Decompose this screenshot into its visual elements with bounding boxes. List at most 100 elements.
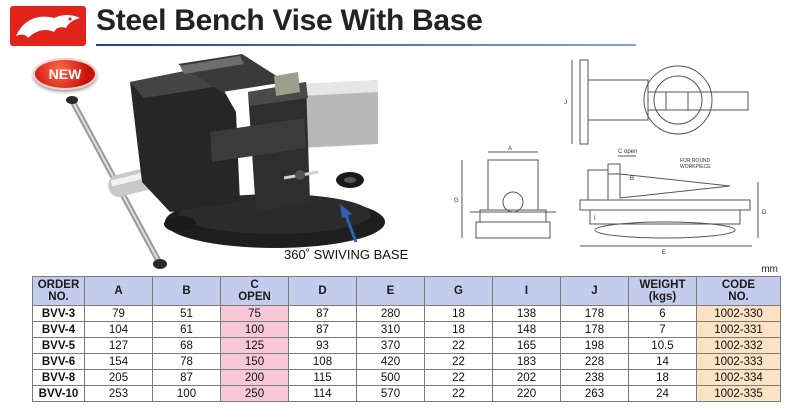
table-cell: 202	[492, 369, 561, 386]
column-header-line1: J	[591, 285, 598, 297]
table-cell: 87	[152, 369, 221, 386]
column-header: A	[84, 276, 153, 306]
column-header-line2: NO.	[48, 291, 69, 303]
brand-logo	[10, 6, 86, 46]
table-cell: 6	[628, 305, 697, 322]
table-cell: 114	[288, 385, 357, 402]
table-cell: 250	[220, 385, 289, 402]
table-cell: 51	[152, 305, 221, 322]
unit-label: mm	[761, 264, 778, 275]
bench-vise-illustration	[66, 54, 385, 269]
dim-label-j: J	[564, 100, 567, 106]
table-cell: 24	[628, 385, 697, 402]
table-cell: 220	[492, 385, 561, 402]
table-cell: 108	[288, 353, 357, 370]
table-cell: 22	[424, 385, 493, 402]
table-cell: 115	[288, 369, 357, 386]
table-cell: 1002-333	[696, 353, 781, 370]
table-cell: 22	[424, 353, 493, 370]
table-cell: BVV-3	[32, 305, 85, 322]
table-cell: 18	[424, 321, 493, 338]
table-cell: 178	[560, 321, 629, 338]
table-cell: 61	[152, 321, 221, 338]
table-cell: 420	[356, 353, 425, 370]
table-cell: 1002-331	[696, 321, 781, 338]
column-header-line1: B	[182, 285, 191, 297]
column-header-line1: WEIGHT	[639, 279, 686, 291]
dim-label-g: G	[454, 198, 459, 204]
dim-label-e: E	[662, 250, 666, 256]
table-cell: 7	[628, 321, 697, 338]
swivel-base-caption: 360˚ SWIVING BASE	[284, 247, 409, 262]
column-header: I	[492, 276, 561, 306]
table-cell: BVV-6	[32, 353, 85, 370]
table-cell: 228	[560, 353, 629, 370]
table-cell: 68	[152, 337, 221, 354]
table-cell: 79	[84, 305, 153, 322]
table-cell: 127	[84, 337, 153, 354]
column-header-line1: C	[250, 279, 259, 291]
table-cell: 310	[356, 321, 425, 338]
table-cell: 148	[492, 321, 561, 338]
dim-label-i: I	[594, 216, 596, 222]
table-cell: BVV-4	[32, 321, 85, 338]
dim-note-line1: FOR ROUND	[680, 158, 711, 164]
column-header: D	[288, 276, 357, 306]
column-header: G	[424, 276, 493, 306]
table-cell: 18	[424, 305, 493, 322]
table-cell: BVV-8	[32, 369, 85, 386]
column-header-line1: G	[454, 285, 463, 297]
dim-label-a: A	[508, 146, 512, 152]
dim-label-d: D	[762, 210, 767, 216]
column-header: J	[560, 276, 629, 306]
table-cell: 183	[492, 353, 561, 370]
page-title: Steel Bench Vise With Base	[96, 4, 483, 37]
table-cell: 1002-330	[696, 305, 781, 322]
new-badge: NEW	[33, 58, 97, 90]
arrow-icon	[340, 204, 358, 243]
table-cell: 1002-332	[696, 337, 781, 354]
table-cell: 263	[560, 385, 629, 402]
table-cell: 87	[288, 321, 357, 338]
dim-label-c-open: C open	[618, 149, 637, 155]
table-cell: 87	[288, 305, 357, 322]
table-cell: BVV-5	[32, 337, 85, 354]
column-header-line1: CODE	[721, 279, 756, 291]
table-cell: 198	[560, 337, 629, 354]
table-cell: 22	[424, 369, 493, 386]
table-cell: 78	[152, 353, 221, 370]
column-header: B	[152, 276, 221, 306]
table-cell: 18	[628, 369, 697, 386]
table-cell: 14	[628, 353, 697, 370]
column-header-line1: ORDER	[37, 279, 80, 291]
column-header-line1: A	[114, 285, 123, 297]
table-cell: 500	[356, 369, 425, 386]
technical-drawings: A G J C open B D E I FOR ROUND WORKPIECE	[454, 59, 767, 256]
table-cell: 570	[356, 385, 425, 402]
column-header: WEIGHT(kgs)	[628, 276, 697, 306]
table-cell: 154	[84, 353, 153, 370]
column-header: E	[356, 276, 425, 306]
column-header-line1: E	[386, 285, 395, 297]
table-cell: 1002-335	[696, 385, 781, 402]
table-cell: 253	[84, 385, 153, 402]
table-cell: 178	[560, 305, 629, 322]
table-cell: 75	[220, 305, 289, 322]
table-cell: 205	[84, 369, 153, 386]
table-cell: 238	[560, 369, 629, 386]
table-cell: 150	[220, 353, 289, 370]
column-header-line1: D	[318, 285, 327, 297]
table-cell: 1002-334	[696, 369, 781, 386]
column-header-line2: OPEN	[238, 291, 271, 303]
table-cell: 280	[356, 305, 425, 322]
table-cell: 93	[288, 337, 357, 354]
dim-label-b: B	[630, 176, 634, 182]
